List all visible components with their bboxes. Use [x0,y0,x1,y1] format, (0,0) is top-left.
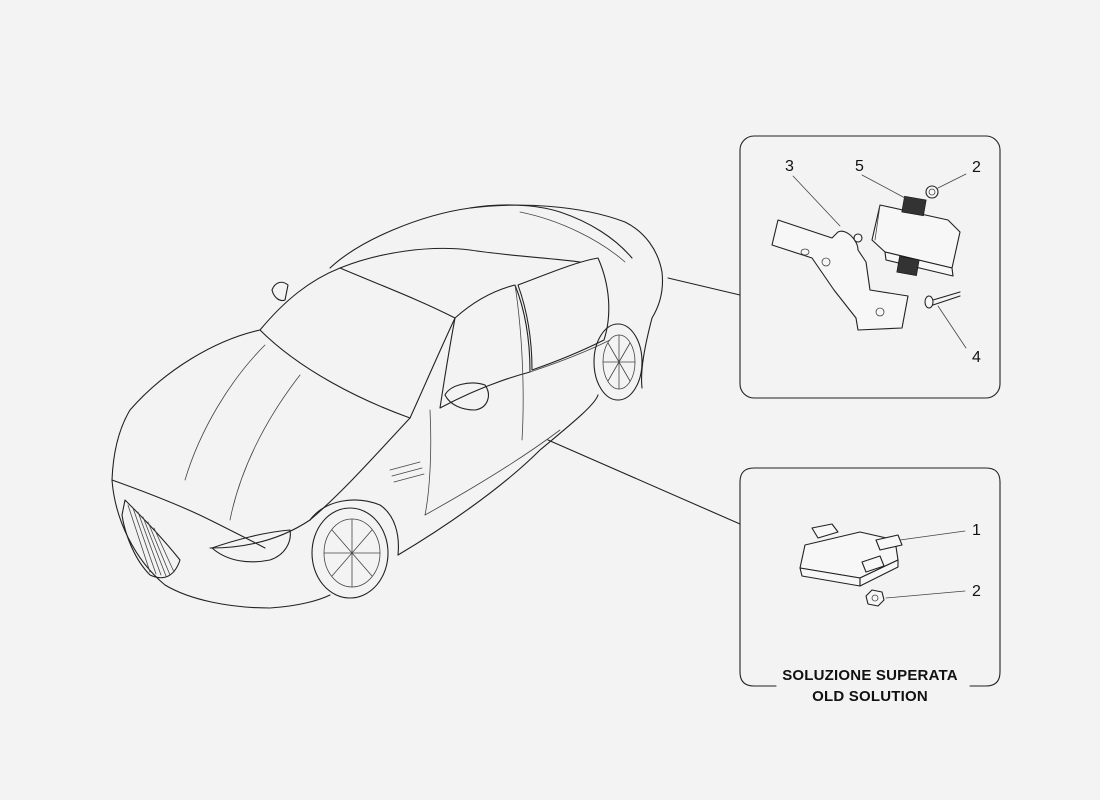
callout-3: 3 [785,158,794,175]
callout-2-lower: 2 [972,583,981,600]
sensor-module [871,195,961,277]
callout-5: 5 [855,158,864,175]
detail-box-lower: 1 2 [739,467,1001,687]
leader-line-upper [667,277,741,296]
caption-old-solution-italian: SOLUZIONE SUPERATA [782,667,958,684]
nut-part-2-upper [925,185,939,199]
callout-1: 1 [972,522,981,539]
nut-part-2-lower [865,589,885,607]
leader-line-lower [547,439,741,525]
callout-2-upper: 2 [972,159,981,176]
callout-4: 4 [972,349,981,366]
bolt-part-4 [924,291,961,309]
old-sensor-module [799,523,903,587]
car-illustration [111,204,664,609]
mounting-bracket [771,219,909,331]
caption-old-solution-english: OLD SOLUTION [812,688,928,705]
detail-box-upper: 3 5 2 4 [739,135,1001,399]
